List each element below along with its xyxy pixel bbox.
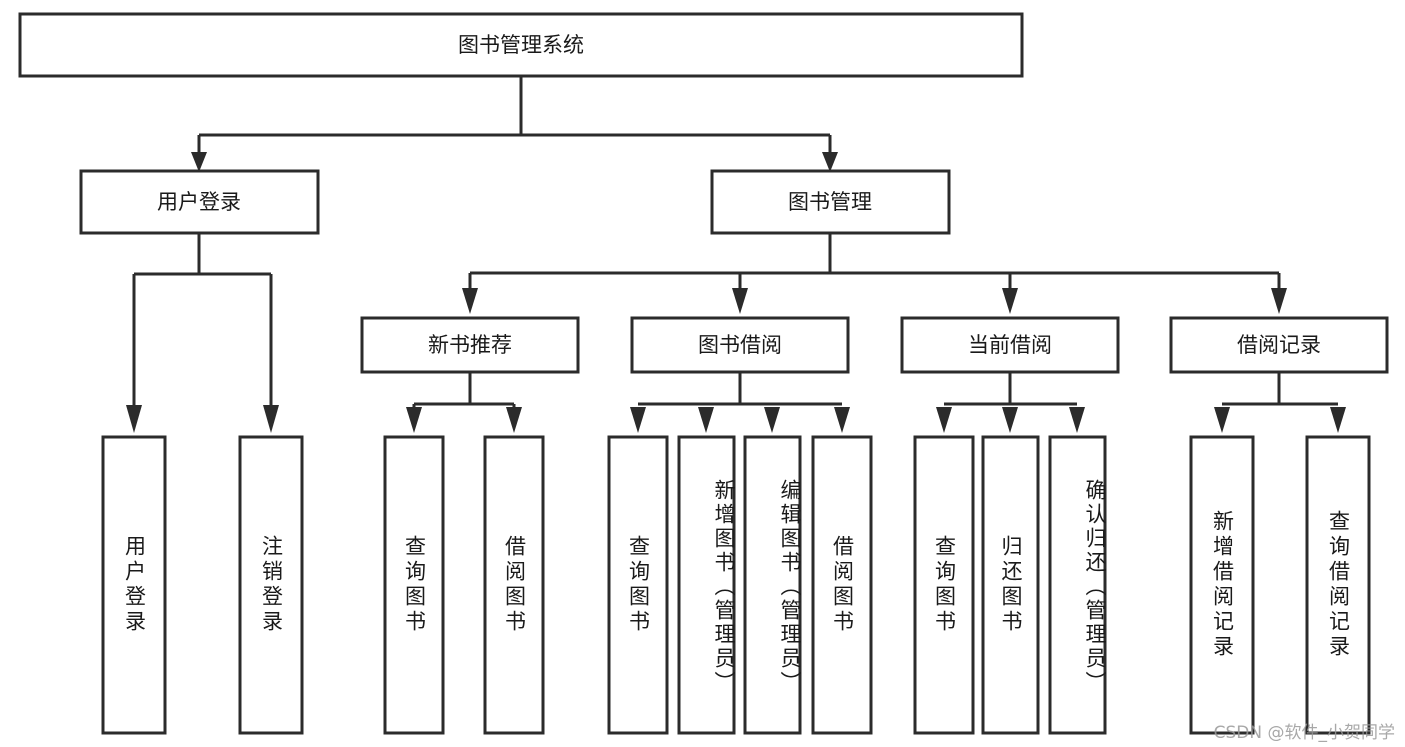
arrow-head-leaf-query-book-1 [406,407,422,433]
arrow-head-leaf-borrow-book-1 [506,407,522,433]
node-leaf-borrow-book-1[interactable] [483,435,545,735]
leaf-borrow-book-1-box[interactable] [483,435,545,735]
node-leaf-query-book-1[interactable] [383,435,445,735]
leaf-user-login-box[interactable] [101,435,167,735]
leaf-add-record-box[interactable] [1189,435,1255,735]
node-leaf-query-book-2[interactable] [607,435,669,735]
arrow-head-leaf-add-book [698,407,714,433]
arrow-head-borrow-record [1271,288,1287,314]
arrow-head-leaf-query-book-2 [630,407,646,433]
leaf-query-record-box[interactable] [1305,435,1371,735]
leaf-edit-book-box[interactable] [743,435,802,735]
node-leaf-user-login[interactable] [101,435,167,735]
node-current-borrow[interactable]: 当前借阅 [900,316,1120,374]
leaf-query-book-2-box[interactable] [607,435,669,735]
arrow-head-new-book-recommend [462,288,478,314]
leaf-borrow-book-2-box[interactable] [811,435,873,735]
arrow-head-leaf-query-book-3 [936,407,952,433]
book-manage-box[interactable] [710,169,951,235]
node-user-login[interactable]: 用户登录 [79,169,320,235]
leaf-user-logout-box[interactable] [238,435,304,735]
new-book-recommend-box[interactable] [360,316,580,374]
arrow-head-user-login [191,152,207,172]
node-book-borrow[interactable]: 图书借阅 [630,316,850,374]
arrow-head-leaf-add-record [1214,407,1230,433]
node-new-book-recommend[interactable]: 新书推荐 [360,316,580,374]
arrow-head-leaf-user-logout [263,405,279,433]
borrow-record-label: 借阅记录 [1237,333,1321,357]
new-book-recommend-label: 新书推荐 [428,333,512,357]
current-borrow-label: 当前借阅 [968,333,1052,357]
leaf-query-book-3-box[interactable] [913,435,975,735]
connector-layer [126,76,1346,433]
leaf-layer [101,435,1371,735]
node-book-manage[interactable]: 图书管理 [710,169,951,235]
user-login-box[interactable] [79,169,320,235]
book-borrow-label: 图书借阅 [698,333,782,357]
node-leaf-confirm-return[interactable] [1048,435,1107,735]
arrow-head-leaf-confirm-return [1069,407,1085,433]
arrow-head-leaf-user-login [126,405,142,433]
node-borrow-record[interactable]: 借阅记录 [1169,316,1389,374]
node-leaf-query-record[interactable] [1305,435,1371,735]
leaf-query-book-1-box[interactable] [383,435,445,735]
root-box[interactable] [18,12,1024,78]
arrow-head-book-manage [822,152,838,172]
arrow-head-leaf-return-book [1002,407,1018,433]
node-leaf-borrow-book-2[interactable] [811,435,873,735]
arrow-head-leaf-borrow-book-2 [834,407,850,433]
borrow-record-box[interactable] [1169,316,1389,374]
user-login-label: 用户登录 [157,190,241,214]
arrow-head-leaf-query-record [1330,407,1346,433]
current-borrow-box[interactable] [900,316,1120,374]
leaf-confirm-return-box[interactable] [1048,435,1107,735]
node-leaf-user-logout[interactable] [238,435,304,735]
node-root[interactable]: 图书管理系统 [18,12,1024,78]
book-manage-label: 图书管理 [788,190,872,214]
leaf-add-book-box[interactable] [677,435,736,735]
arrow-head-book-borrow [732,288,748,314]
book-borrow-box[interactable] [630,316,850,374]
arrow-head-leaf-edit-book [764,407,780,433]
root-label: 图书管理系统 [458,33,584,57]
node-leaf-return-book[interactable] [981,435,1040,735]
leaf-return-book-box[interactable] [981,435,1040,735]
node-leaf-edit-book[interactable] [743,435,802,735]
node-leaf-add-record[interactable] [1189,435,1255,735]
node-leaf-add-book[interactable] [677,435,736,735]
node-leaf-query-book-3[interactable] [913,435,975,735]
arrow-head-current-borrow [1002,288,1018,314]
